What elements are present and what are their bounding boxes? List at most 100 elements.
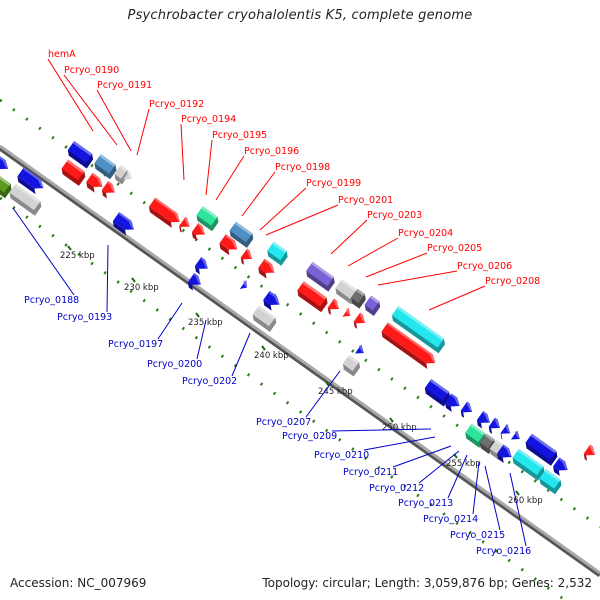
gene-arrow-face bbox=[112, 212, 134, 230]
dotted-ruler-lines bbox=[0, 98, 600, 600]
scale-label: 230 kbp bbox=[124, 283, 159, 293]
gene-feature-27 bbox=[306, 261, 335, 292]
outer-dotted-ruler bbox=[0, 98, 600, 529]
gene-arrow-depth bbox=[112, 221, 127, 236]
reverse-label-leader bbox=[484, 465, 501, 531]
gene-arrow-highlight bbox=[494, 417, 501, 428]
gene-feature-35 bbox=[391, 306, 445, 354]
gene-feature-33 bbox=[342, 307, 351, 323]
gene-feature-19 bbox=[240, 248, 253, 265]
gene-arrow-depth bbox=[263, 299, 272, 311]
forward-label-leader bbox=[96, 89, 132, 152]
reverse-label-leader bbox=[392, 445, 452, 468]
forward-label-leader bbox=[205, 139, 213, 196]
gene-feature-31 bbox=[297, 281, 328, 313]
forward-gene-label: Pcryo_0203 bbox=[367, 210, 422, 221]
gene-arrow-depth bbox=[240, 257, 245, 265]
gene-feature-54 bbox=[583, 444, 596, 461]
scale-tick bbox=[515, 490, 520, 496]
gene-feature-26 bbox=[252, 305, 277, 332]
gene-box-highlight bbox=[494, 439, 505, 448]
gene-arrow-highlight bbox=[387, 322, 436, 363]
gene-arrow-highlight bbox=[358, 344, 364, 354]
reverse-gene-label: Pcryo_0197 bbox=[108, 339, 163, 350]
gene-arrow-highlight bbox=[200, 257, 208, 269]
reverse-label-leader bbox=[157, 302, 183, 340]
gene-arrow-highlight bbox=[559, 457, 568, 471]
gene-box-highlight bbox=[356, 288, 365, 297]
gene-box-highlight bbox=[272, 241, 287, 254]
gene-box-face bbox=[196, 206, 218, 226]
gene-arrow-depth bbox=[553, 466, 560, 477]
gene-arrow-depth bbox=[342, 316, 344, 323]
gene-feature-9 bbox=[61, 159, 86, 186]
scale-tick bbox=[325, 381, 330, 387]
reverse-gene-label: Pcryo_0210 bbox=[314, 450, 369, 461]
reverse-gene-label: Pcryo_0213 bbox=[398, 498, 453, 509]
gene-box-highlight bbox=[201, 206, 218, 219]
gene-arrow-highlight bbox=[243, 280, 248, 288]
gene-feature-15 bbox=[191, 223, 205, 241]
gene-arrow-depth bbox=[488, 426, 493, 434]
gene-arrow-highlight bbox=[23, 167, 44, 189]
reverse-gene-label: Pcryo_0215 bbox=[450, 530, 505, 541]
forward-label-leader bbox=[377, 270, 458, 286]
gene-feature-38 bbox=[342, 355, 361, 377]
gene-feature-37 bbox=[354, 344, 364, 360]
reverse-label-leader bbox=[331, 428, 432, 432]
forward-label-leader bbox=[215, 155, 245, 201]
gene-box-highlight bbox=[0, 173, 11, 186]
gene-arrow-depth bbox=[353, 321, 358, 329]
gene-arrow-highlight bbox=[126, 170, 132, 180]
gene-arrow-depth bbox=[86, 181, 95, 193]
scale-label: 260 kbp bbox=[508, 496, 543, 506]
scale-label: 240 kbp bbox=[254, 351, 289, 361]
forward-label-leader bbox=[47, 58, 94, 132]
reverse-gene-label: Pcryo_0200 bbox=[147, 359, 202, 370]
gene-feature-14 bbox=[179, 216, 190, 233]
reverse-label-leader bbox=[472, 461, 480, 515]
gene-arrow-face bbox=[510, 430, 520, 440]
reverse-gene-label: Pcryo_0193 bbox=[57, 312, 112, 323]
gene-feature-7 bbox=[114, 165, 129, 185]
gene-arrow-depth bbox=[500, 433, 503, 440]
forward-label-leader bbox=[347, 237, 399, 267]
gene-arrow-depth bbox=[258, 267, 267, 279]
gene-box-highlight bbox=[517, 448, 544, 469]
reverse-label-leader bbox=[447, 454, 468, 499]
scale-label: 225 kbp bbox=[60, 251, 95, 261]
gene-box-face bbox=[94, 154, 116, 174]
forward-gene-label: Pcryo_0208 bbox=[485, 276, 540, 287]
backbone bbox=[0, 144, 600, 578]
forward-gene-label: Pcryo_0205 bbox=[427, 243, 482, 254]
gene-feature-46 bbox=[488, 417, 501, 434]
gene-box-highlight bbox=[257, 305, 276, 320]
gene-arrow-face bbox=[263, 290, 280, 306]
gene-feature-25 bbox=[263, 290, 280, 311]
gene-feature-32 bbox=[327, 298, 340, 315]
forward-gene-label: Pcryo_0190 bbox=[64, 65, 119, 76]
gene-arrow-depth bbox=[101, 190, 107, 199]
gene-box-highlight bbox=[369, 295, 380, 304]
gene-box-highlight bbox=[99, 154, 116, 167]
gene-feature-47 bbox=[500, 424, 511, 440]
gene-feature-20 bbox=[258, 258, 275, 279]
gene-arrow-depth bbox=[148, 206, 172, 228]
gene-feature-5 bbox=[67, 141, 94, 169]
gene-arrow-depth bbox=[219, 243, 230, 256]
gene-arrow-highlight bbox=[482, 411, 490, 423]
gene-feature-12 bbox=[112, 212, 134, 236]
forward-gene-label: Pcryo_0191 bbox=[97, 80, 152, 91]
forward-label-leader bbox=[241, 171, 276, 217]
gene-feature-45 bbox=[476, 411, 490, 429]
gene-arrow-highlight bbox=[0, 152, 9, 169]
gene-feature-1 bbox=[0, 152, 9, 175]
gene-arrow-highlight bbox=[503, 444, 512, 458]
gene-arrow-highlight bbox=[589, 444, 596, 455]
gene-feature-34 bbox=[353, 312, 366, 329]
gene-box-face bbox=[252, 305, 276, 327]
reverse-label-leader bbox=[231, 332, 251, 377]
gene-arrow-depth bbox=[583, 453, 588, 461]
gene-box-face bbox=[342, 355, 360, 371]
